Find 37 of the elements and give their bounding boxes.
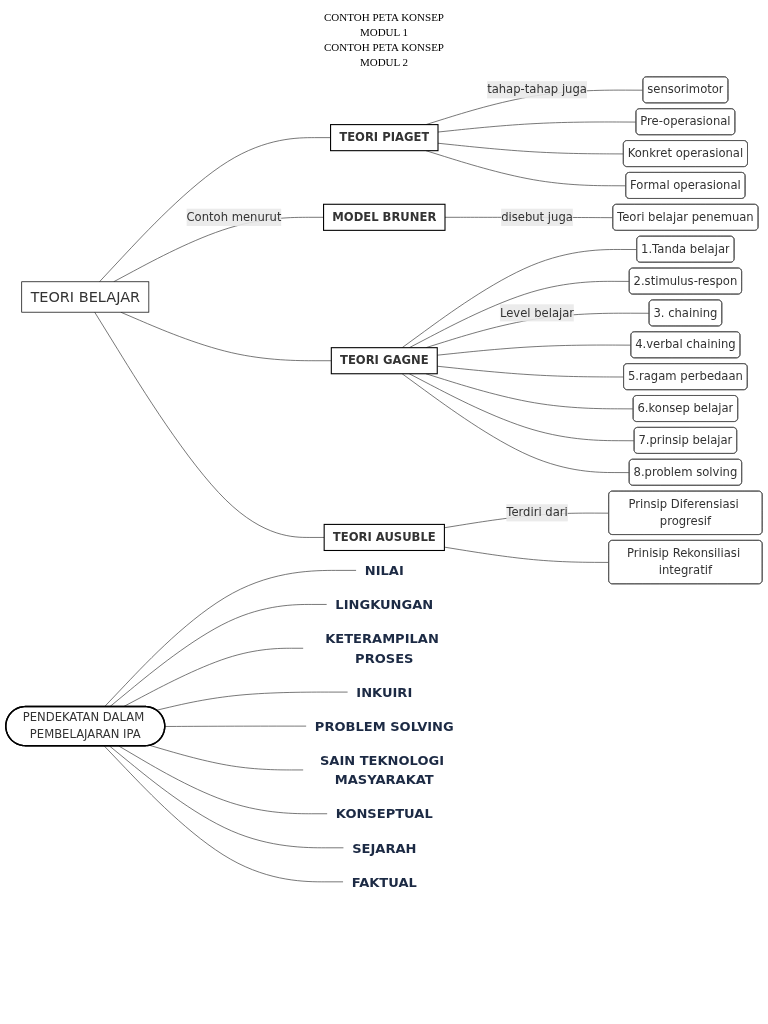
connector [156,691,348,711]
node-text: NILAI [364,562,404,579]
connector [401,373,630,473]
heading-text: CONTOH PETA KONSEP [323,41,445,53]
connector [164,725,307,727]
node-box: TEORI GAGNE [330,347,438,375]
node-box: TEORI PIAGET [330,124,439,152]
connector [103,570,357,708]
heading-text: CONTOH PETA KONSEP [323,11,445,23]
edge-label: Contoh menurut [186,210,282,224]
node-text: PROBLEM SOLVING [314,718,454,734]
edge-label: disebut juga [501,210,573,224]
node-text: SAIN TEKNOLOGI MASYARAKAT [319,752,445,788]
node-text: INKUIRI [356,684,413,700]
connector [103,745,344,883]
edge-label: tahap-tahap juga [487,82,587,97]
node-box: TEORI BELAJAR [21,281,150,313]
node-text: KETERAMPILAN PROSES [325,630,439,666]
connector [118,745,328,815]
node-box: TEORI AUSUBLE [323,523,445,552]
connector [109,745,344,849]
edge-label: Terdiri dari [506,505,568,520]
node-text: LINGKUNGAN [335,596,434,613]
edge-label: Level belajar [499,305,575,320]
connector [401,249,638,349]
connector [444,546,610,563]
connector [109,604,328,708]
connector [94,311,325,538]
heading-text: MODUL 1 [358,26,410,38]
node-text: FAKTUAL [351,874,417,890]
connector [425,373,634,410]
connector [149,745,304,771]
node-text: KONSEPTUAL [335,806,433,822]
node-text: SEJARAH [352,840,417,856]
connector [408,373,635,442]
heading-text: MODUL 2 [358,56,410,68]
node-box: MODEL BRUNER [323,203,446,231]
